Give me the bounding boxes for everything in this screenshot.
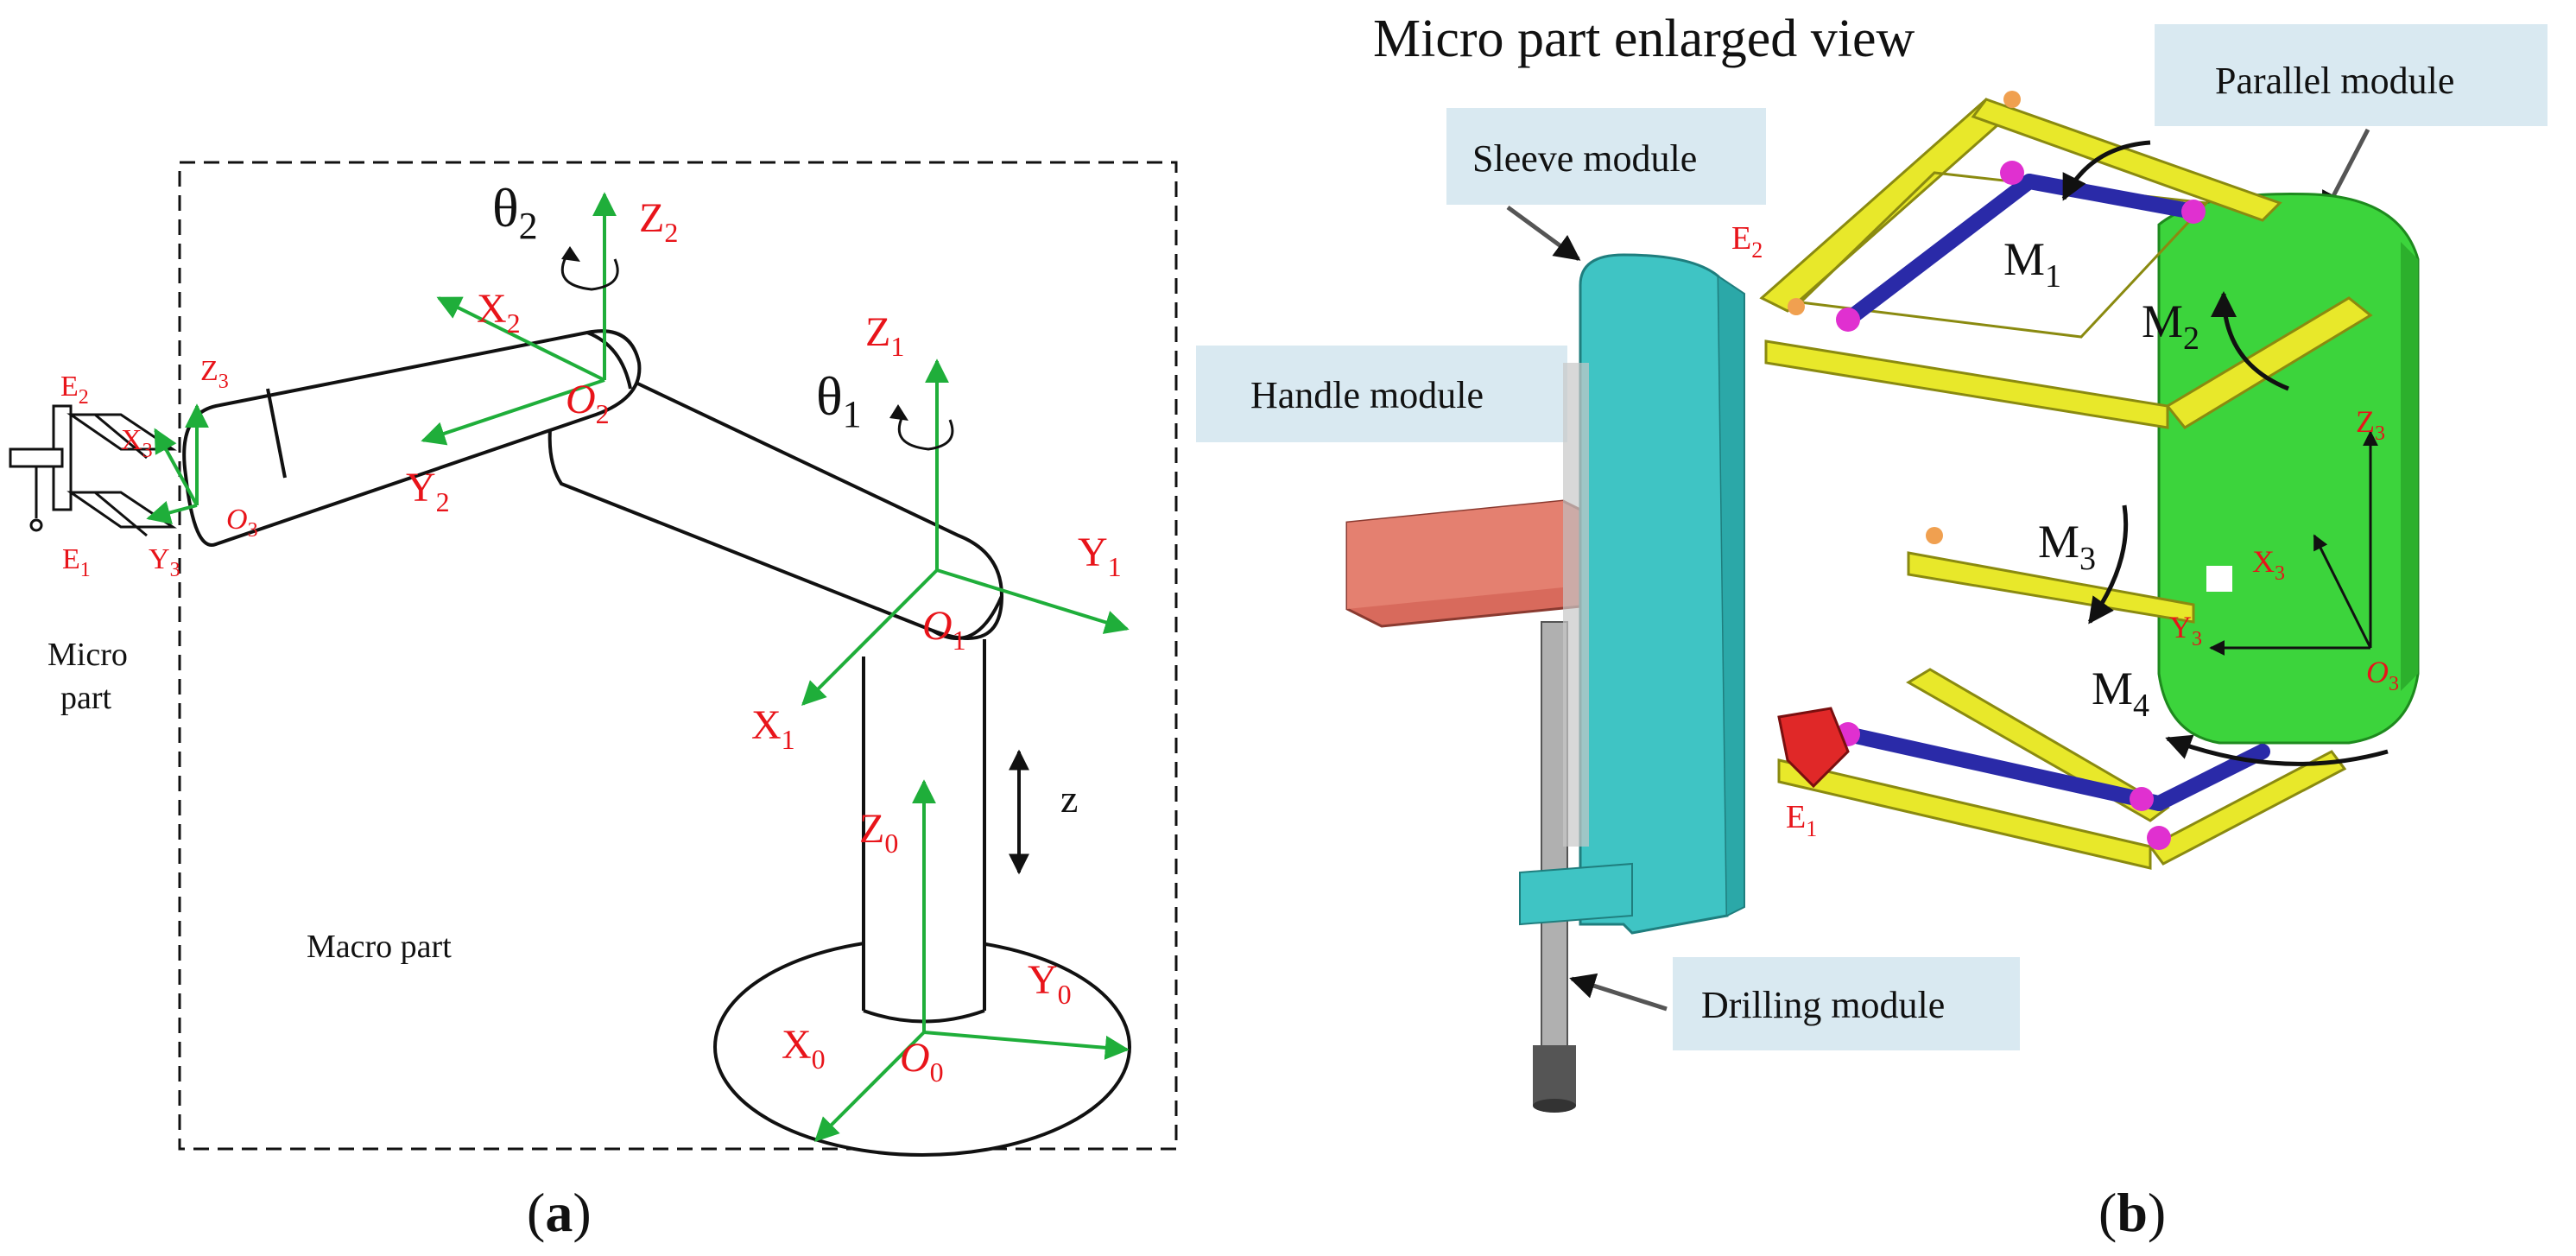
caption-a: (a) [527,1182,592,1243]
y3-label-b: Y3 [2169,610,2202,650]
z0-label: Z0 [859,806,898,859]
upper-yellow-links [1759,98,2373,429]
svg-text:Drilling module: Drilling module [1701,984,1945,1026]
micro-part-sketch [9,404,177,537]
x2-label: X2 [477,286,521,339]
moment-m4-arrow [2165,734,2389,766]
handle-module-block [1345,499,1599,628]
callout-handle-module: Handle module [1196,346,1567,442]
m3-label: M3 [2038,516,2096,577]
y2-label: Y2 [406,465,450,517]
panel-b: Micro part enlarged view Parallel module… [1196,10,2548,1243]
z3-label-b: Z3 [2356,404,2385,445]
frame-o0 [814,779,1130,1142]
callout-sleeve-module: Sleeve module [1446,108,1766,262]
o0-label: O0 [900,1035,944,1088]
magenta-joints [1836,161,2206,850]
o1-label: O1 [922,603,966,656]
frame-o1 [801,358,1130,706]
micro-part-label-line1: Micro [47,637,128,673]
m2-label: M2 [2142,295,2199,357]
x3-label: X3 [121,424,153,462]
e1-label-b: E1 [1786,799,1817,841]
rotation-theta2-icon [560,246,619,291]
y3-label: Y3 [149,543,180,581]
o2-label: O2 [566,377,610,429]
theta2-label: θ2 [492,177,538,247]
frame-o3 [146,403,209,525]
panel-b-title: Micro part enlarged view [1373,10,1915,68]
y0-label: Y0 [1028,957,1072,1010]
svg-text:Parallel module: Parallel module [2215,60,2454,102]
svg-text:Sleeve module: Sleeve module [1472,137,1697,180]
lower-yellow-links [1777,551,2347,870]
e1-label-a: E1 [62,543,91,581]
z1-label: Z1 [865,309,904,362]
o3-label-b: O3 [2366,655,2399,695]
x0-label: X0 [782,1022,826,1075]
robot-link-2 [182,329,642,547]
m4-label: M4 [2092,663,2149,724]
z-translation-label: z [1060,777,1078,821]
micro-part-label-line2: part [60,680,112,716]
e2-label-b: E2 [1731,220,1763,263]
parallel-module-body [2157,192,2420,745]
y1-label: Y1 [1078,530,1122,582]
rotation-theta1-icon [889,404,954,451]
orange-pins [1788,91,2021,544]
macro-part-label: Macro part [307,929,452,965]
moment-m2-arrow [2211,291,2289,391]
callout-drilling-module: Drilling module [1569,957,2020,1050]
x1-label: X1 [751,702,795,755]
caption-b: (b) [2098,1182,2166,1243]
macro-part-boundary [178,161,1178,1151]
sleeve-module-body [1519,253,1745,935]
svg-text:Handle module: Handle module [1250,374,1484,416]
panel-a: θ2 θ1 z Z2 X2 O2 Y2 Z1 Y1 O1 X1 Z0 Y0 X0… [9,161,1178,1243]
z2-label: Z2 [639,195,678,248]
theta1-label: θ1 [816,365,862,435]
o3-label: O3 [226,504,258,542]
moment-m3-arrow [2087,504,2129,625]
frame-3-axes [2209,430,2378,656]
callout-parallel-module: Parallel module [2155,24,2548,219]
e2-label-a: E2 [60,371,89,409]
x3-label-b: X3 [2252,544,2285,585]
m1-label: M1 [2003,233,2061,295]
moment-m1-arrow [2061,140,2151,201]
red-joint-e1 [1777,707,1850,789]
robot-link-1 [547,373,1004,640]
z3-label: Z3 [200,355,229,393]
